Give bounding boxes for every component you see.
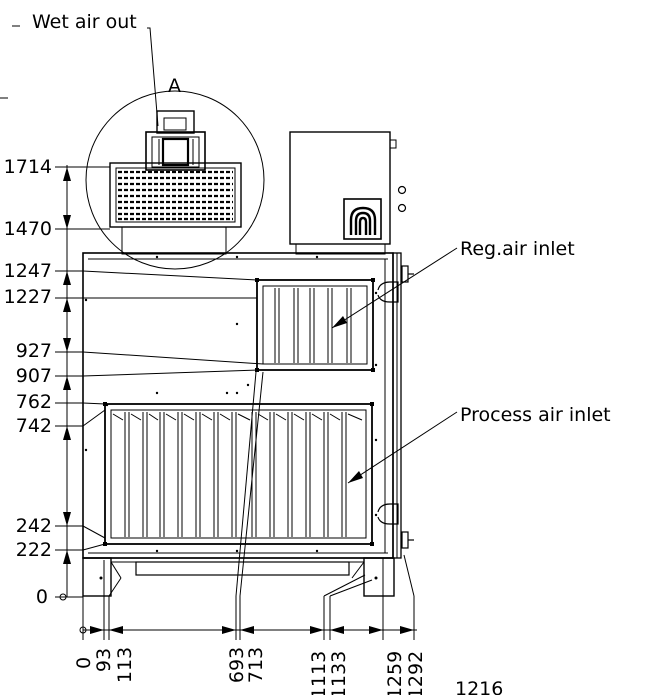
horizontal-dimension-labels: 0 93 113 693 713 1113 1133 1259 1292 121… [73,647,503,695]
fan-outlet [145,110,206,171]
dim-1227: 1227 [4,286,52,308]
dim-1259: 1259 [384,651,406,695]
dim-1133: 1133 [328,651,350,695]
wet-air-out-callout: Wet air out [0,11,159,127]
dim-693: 693 [226,647,248,683]
detail-a: A [85,75,265,270]
vertical-dimension-labels: 1714 1470 1247 1227 927 907 762 742 242 … [4,156,52,608]
reg-air-inlet-callout: Reg.air inlet [331,238,575,329]
process-air-inlet-label: Process air inlet [460,404,611,426]
detail-a-label: A [168,75,181,97]
dim-1292: 1292 [405,651,427,695]
dim-222: 222 [16,539,52,561]
dim-113: 113 [114,647,136,683]
control-box [289,131,407,255]
horizontal-dimension-chain [79,371,417,640]
process-air-inlet-callout: Process air inlet [347,404,611,484]
dim-1247: 1247 [4,260,52,282]
dim-1714: 1714 [4,156,52,178]
dim-927: 927 [16,340,52,362]
dim-907: 907 [16,365,52,387]
vertical-dimension-chain [55,165,264,601]
process-air-inlet-filter [103,402,374,546]
wet-air-out-label: Wet air out [32,11,137,33]
reg-air-inlet-filter [255,278,375,372]
reg-air-inlet-label: Reg.air inlet [460,238,575,260]
unit-base [82,557,395,597]
dim-713: 713 [245,647,267,683]
dim-93: 93 [93,648,115,672]
dim-1470: 1470 [4,218,52,240]
wet-air-grille [109,162,242,255]
dim-0-horizontal: 0 [73,657,95,669]
dim-1113: 1113 [308,651,330,695]
dim-742: 742 [16,415,52,437]
dim-242: 242 [16,515,52,537]
dim-1216: 1216 [455,678,503,695]
dim-762: 762 [16,391,52,413]
dim-0-vertical: 0 [36,586,48,608]
